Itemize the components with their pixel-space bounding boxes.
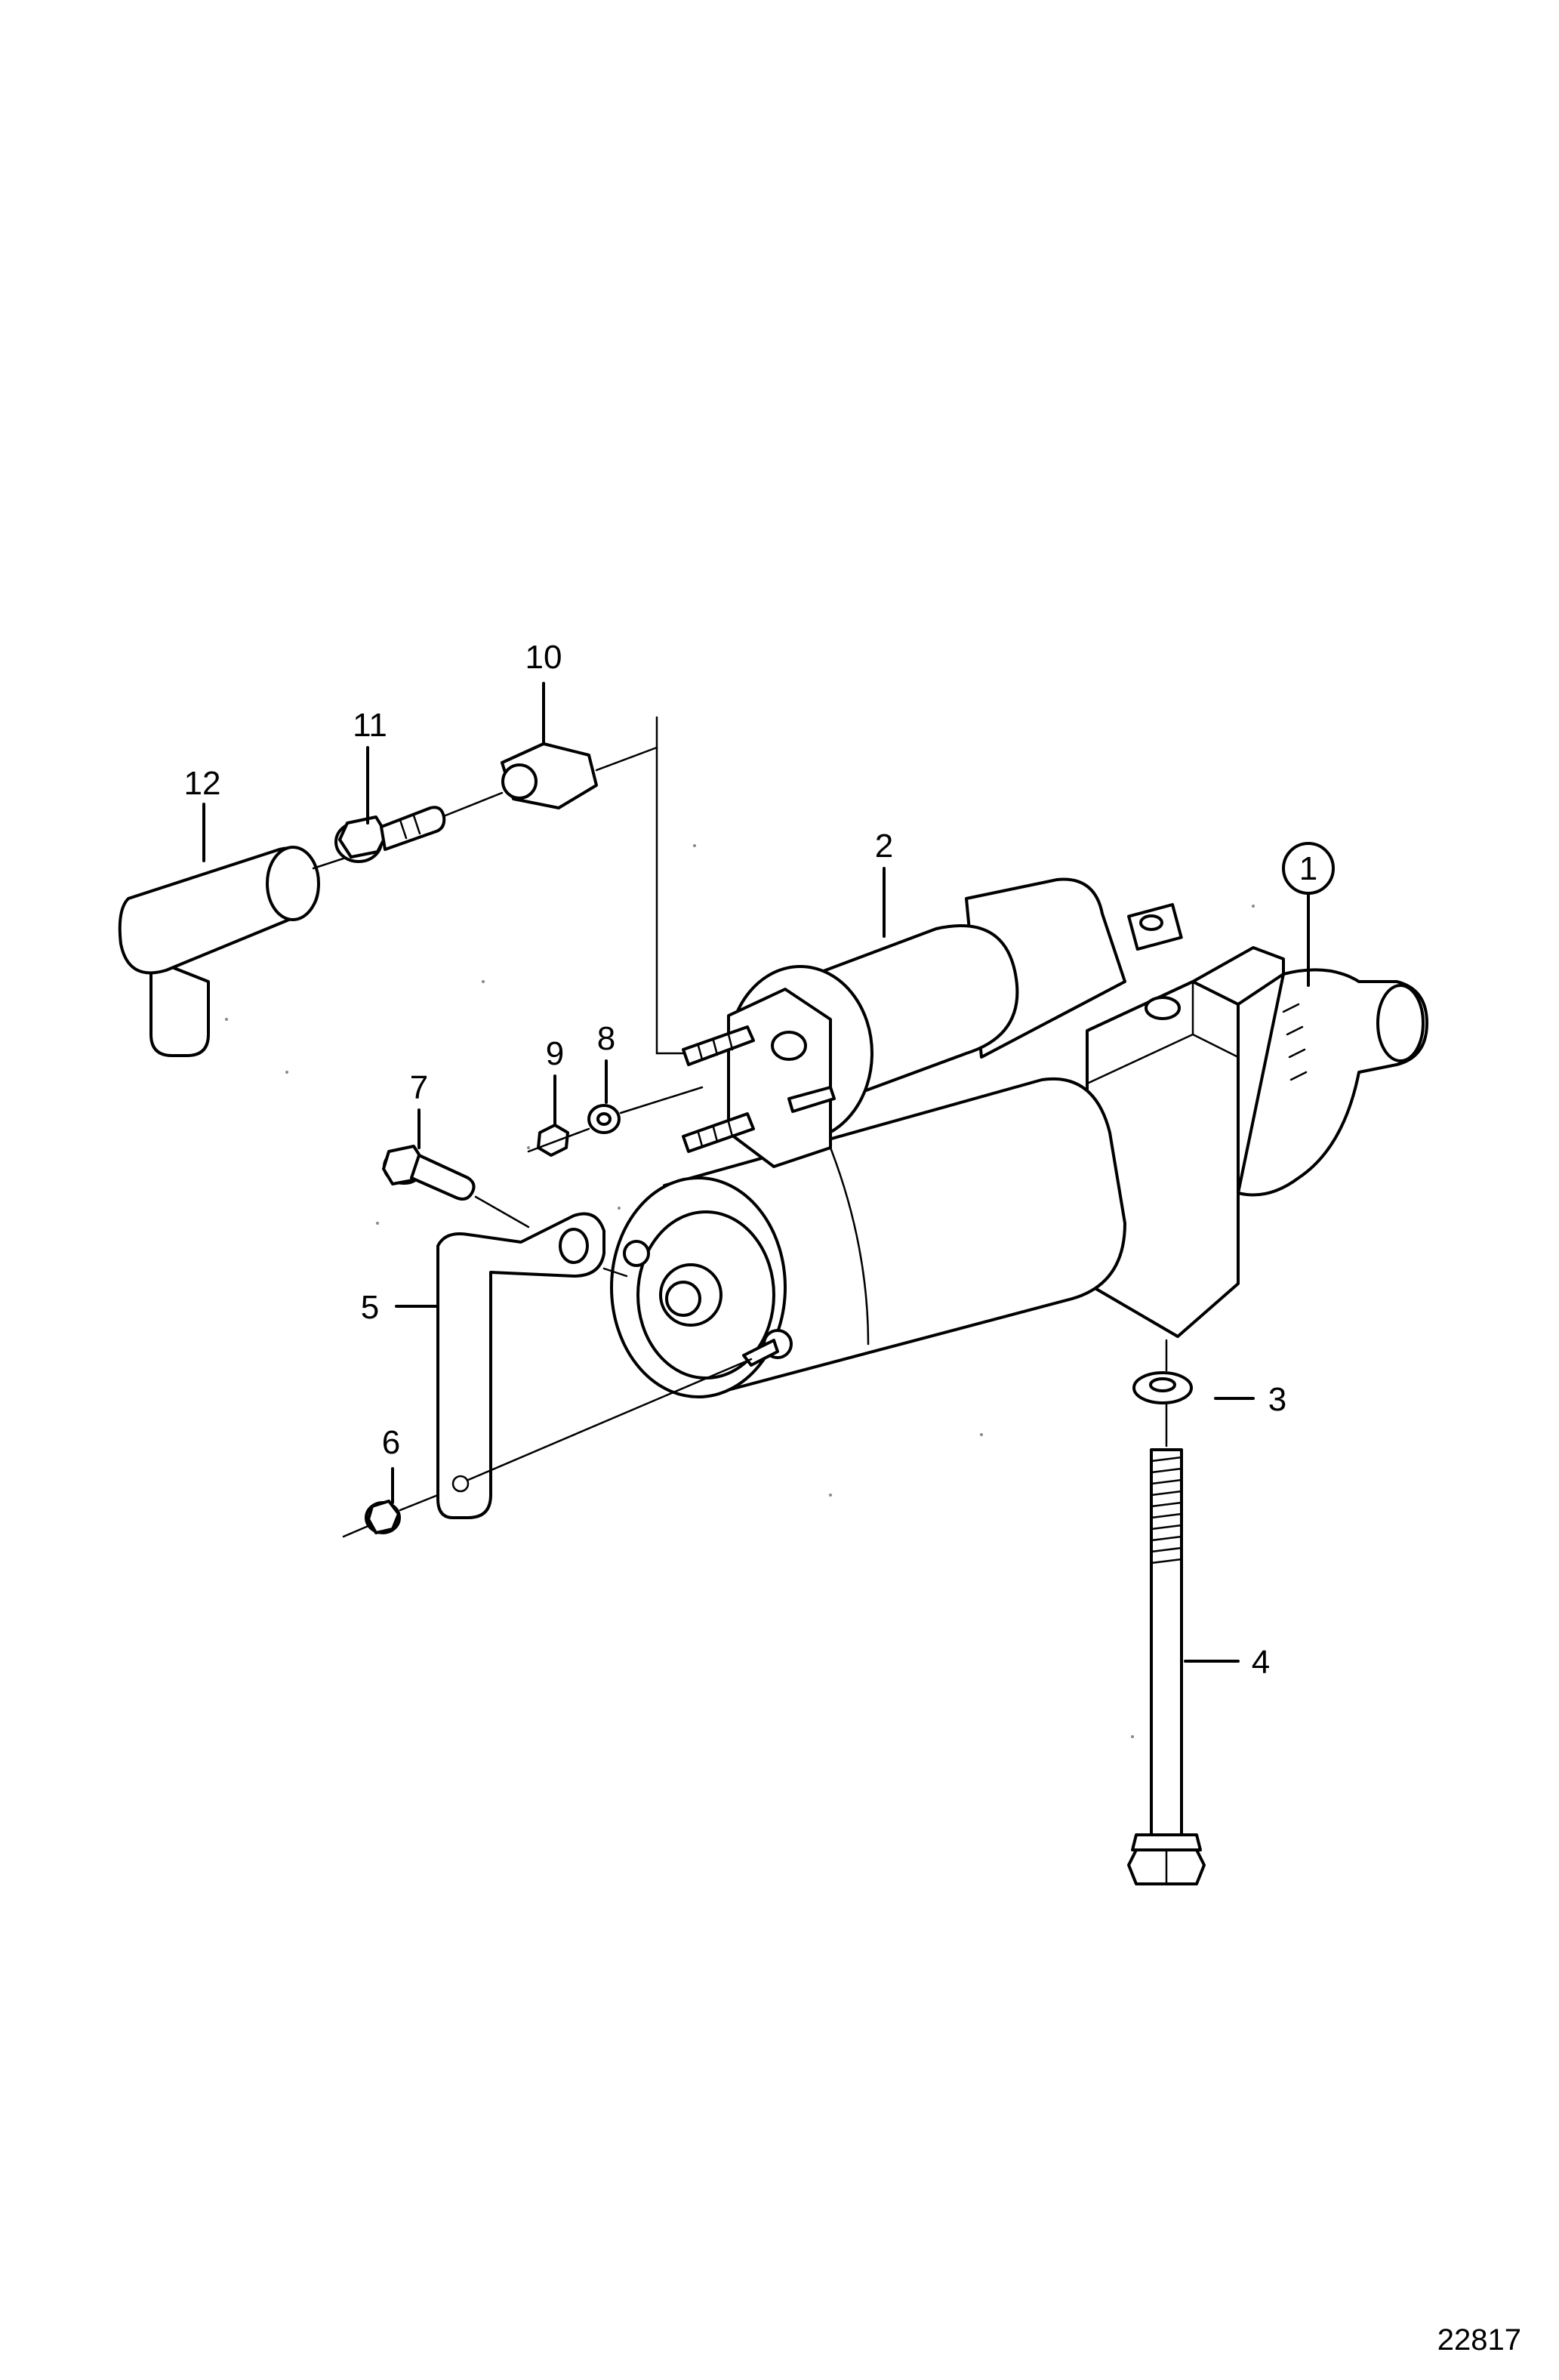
support-bracket-part-5 <box>436 1212 753 1519</box>
callout-8: 8 <box>597 1020 615 1057</box>
callout-2: 2 <box>875 828 893 865</box>
flange-nut-part-6 <box>342 1494 439 1538</box>
callout-7: 7 <box>410 1069 428 1106</box>
callout-12: 12 <box>184 765 221 802</box>
callout-4: 4 <box>1252 1644 1270 1681</box>
callout-3: 3 <box>1268 1381 1286 1418</box>
long-bolt-part-4 <box>1127 1448 1206 1885</box>
flange-bolt-part-11 <box>334 791 504 863</box>
solenoid-part-2 <box>682 877 1183 1168</box>
callout-10: 10 <box>525 639 562 676</box>
callout-labels: 1 2 3 4 5 6 7 8 9 10 11 12 <box>184 639 1335 1681</box>
nut-part-9 <box>527 1124 590 1157</box>
callout-5: 5 <box>361 1289 379 1326</box>
callout-6: 6 <box>382 1424 400 1461</box>
hex-nut-part-10 <box>501 742 658 809</box>
bolt-part-7 <box>382 1145 530 1229</box>
assembly-line-10 <box>655 716 685 1055</box>
leader-lines <box>202 682 1310 1663</box>
callout-9: 9 <box>546 1035 564 1072</box>
figure-number: 22817 <box>1437 2323 1521 2357</box>
callout-11: 11 <box>353 707 387 744</box>
callout-circle-1 <box>1282 842 1335 895</box>
lock-washer-part-8 <box>587 1086 704 1134</box>
callout-1: 1 <box>1299 850 1317 887</box>
washer-part-3 <box>1132 1339 1193 1447</box>
cable-boot-part-12 <box>118 846 356 1057</box>
